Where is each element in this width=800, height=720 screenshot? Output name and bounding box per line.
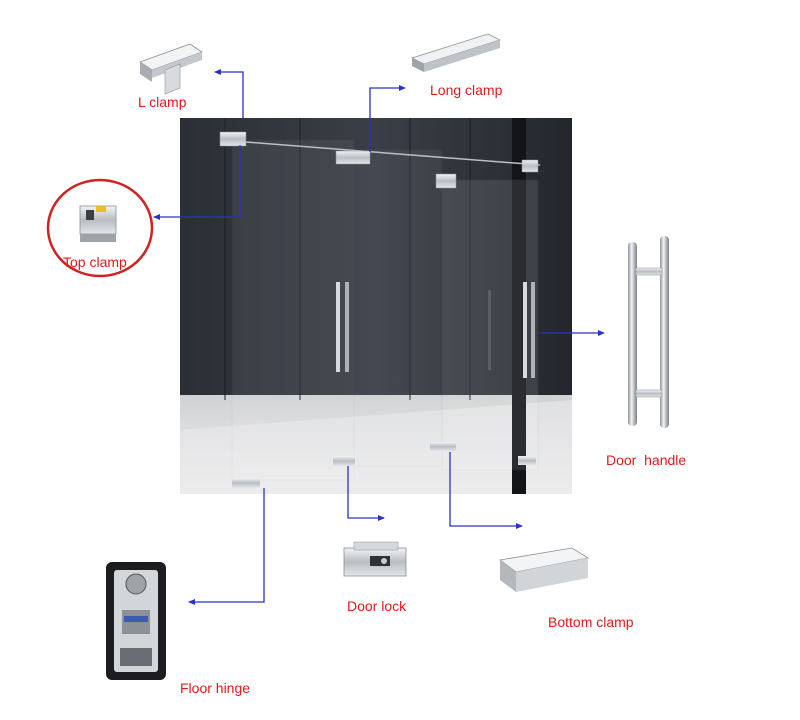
glass-door-photo — [180, 118, 572, 494]
bottom-clamp-product — [499, 547, 590, 592]
leader-top-clamp — [153, 145, 241, 220]
long-clamp-product — [410, 33, 502, 72]
label-long-clamp: Long clamp — [430, 82, 503, 98]
label-door-handle: Door handle — [606, 452, 687, 468]
highlight-circle — [46, 178, 154, 278]
label-bottom-clamp: Bottom clamp — [548, 614, 634, 630]
door-handle-product — [628, 236, 669, 428]
leader-floor-hinge — [188, 488, 265, 605]
label-l-clamp: L clamp — [138, 94, 187, 110]
label-top-clamp: Top clamp — [63, 254, 127, 270]
leader-l-clamp — [214, 69, 244, 118]
door-lock-product — [343, 541, 407, 577]
label-door-lock: Door lock — [347, 598, 407, 614]
top-clamp-product — [79, 205, 117, 242]
label-floor-hinge: Floor hinge — [180, 680, 251, 696]
leader-bottom-clamp — [449, 452, 523, 529]
leader-long-clamp — [369, 85, 406, 152]
floor-hinge-product — [106, 562, 166, 680]
l-clamp-product — [139, 43, 203, 95]
leader-lines — [153, 69, 605, 605]
leader-door-lock — [347, 466, 385, 521]
